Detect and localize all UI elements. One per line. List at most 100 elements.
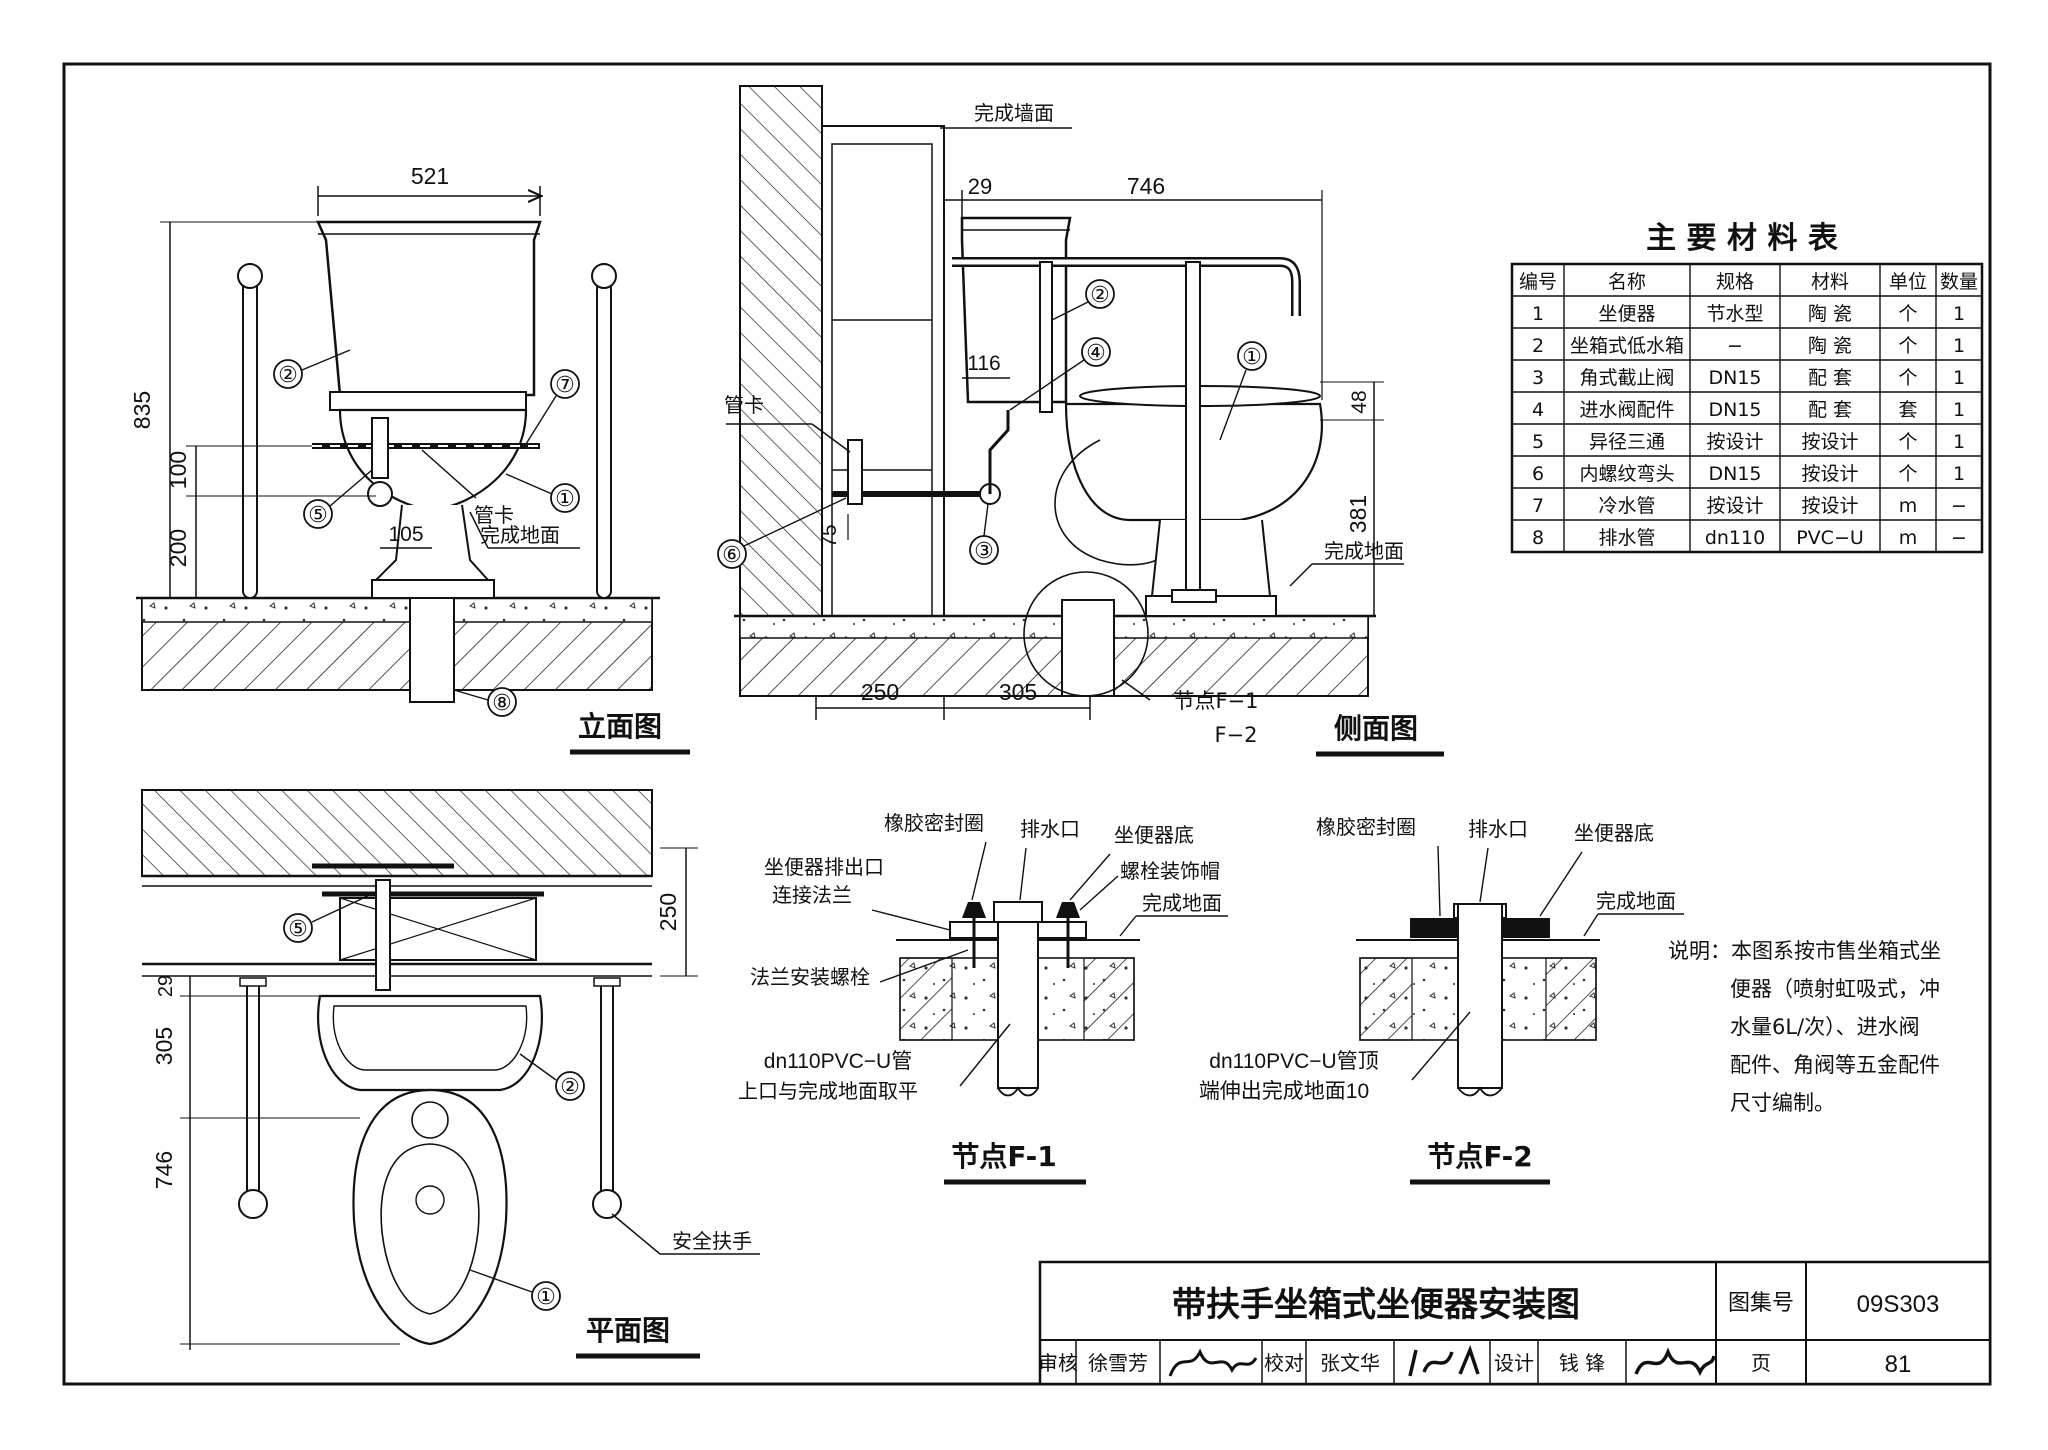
table-cell: m bbox=[1899, 527, 1918, 549]
atlas-number: 09S303 bbox=[1857, 1291, 1940, 1318]
dim-29-plan: 29 bbox=[155, 975, 177, 997]
table-cell: 进水阀配件 bbox=[1579, 399, 1674, 421]
callout-4-side: ④ bbox=[1086, 341, 1106, 366]
node-f2-detail: 橡胶密封圈 排水口 坐便器底 完成地面 dn110PVC−U管顶 端伸出完成地面… bbox=[1199, 815, 1684, 1185]
f2-label-base: 坐便器底 bbox=[1574, 821, 1654, 845]
side-view: 29 746 116 48 381 75 250 305 完成墙面 管卡 完成地… bbox=[717, 85, 1444, 757]
side-title: 侧面图 bbox=[1334, 712, 1418, 745]
table-cell: 7 bbox=[1532, 495, 1544, 517]
dim-29-side: 29 bbox=[968, 174, 992, 199]
table-cell: 3 bbox=[1532, 367, 1544, 389]
table-cell: 按设计 bbox=[1801, 463, 1858, 485]
callout-2-plan: ② bbox=[560, 1075, 580, 1100]
table-cell: PVC−U bbox=[1796, 527, 1864, 549]
table-cell: 1 bbox=[1953, 463, 1965, 485]
table-cell: 排水管 bbox=[1598, 527, 1655, 549]
callout-2-elev: ② bbox=[278, 363, 298, 388]
f2-label-pipe-2: 端伸出完成地面10 bbox=[1199, 1080, 1369, 1103]
table-cell: 陶 瓷 bbox=[1808, 303, 1852, 325]
node-f1-detail: 橡胶密封圈 排水口 坐便器底 坐便器排出口 连接法兰 螺栓装饰帽 完成地面 法兰… bbox=[738, 811, 1228, 1185]
label-node-ref-1: 节点F−1 bbox=[1173, 689, 1258, 713]
elevation-title: 立面图 bbox=[578, 710, 662, 743]
table-cell: DN15 bbox=[1708, 399, 1761, 421]
table-cell: 8 bbox=[1532, 527, 1544, 549]
design-label: 设计 bbox=[1494, 1351, 1534, 1375]
table-cell: 5 bbox=[1532, 431, 1544, 453]
plan-title: 平面图 bbox=[586, 1314, 670, 1347]
dim-305-side: 305 bbox=[999, 679, 1037, 705]
materials-title: 主 要 材 料 表 bbox=[1646, 221, 1838, 256]
reviewer-signature bbox=[1168, 1348, 1258, 1377]
dim-48-side: 48 bbox=[1348, 390, 1371, 413]
note-line-4: 配件、角阀等五金配件 bbox=[1730, 1053, 1940, 1077]
note-line-5: 尺寸编制。 bbox=[1730, 1091, 1835, 1115]
table-header: 编号 bbox=[1519, 271, 1557, 293]
review-label: 审核 bbox=[1038, 1351, 1078, 1375]
f1-label-flange-1: 坐便器排出口 bbox=[764, 855, 884, 879]
table-cell: 个 bbox=[1898, 335, 1917, 357]
table-cell: 按设计 bbox=[1706, 431, 1763, 453]
checker-signature bbox=[1408, 1345, 1480, 1377]
table-cell: 坐便器 bbox=[1598, 303, 1655, 325]
page-number: 81 bbox=[1885, 1351, 1912, 1378]
f1-label-bolt-cap: 螺栓装饰帽 bbox=[1120, 859, 1220, 883]
table-header: 名称 bbox=[1608, 271, 1646, 293]
dim-250-plan: 250 bbox=[655, 893, 681, 931]
table-header: 规格 bbox=[1716, 271, 1754, 293]
f2-label-rubber-seal: 橡胶密封圈 bbox=[1316, 815, 1416, 839]
f2-label-pipe-1: dn110PVC−U管顶 bbox=[1209, 1050, 1378, 1073]
dim-746-side: 746 bbox=[1127, 173, 1165, 199]
note-block: 说明：本图系按市售坐箱式坐 便器（喷射虹吸式，冲 水量6L/次）、进水阀 配件、… bbox=[1668, 939, 1941, 1115]
designer-signature bbox=[1634, 1347, 1716, 1377]
table-cell: 按设计 bbox=[1801, 431, 1858, 453]
dim-250-side: 250 bbox=[861, 679, 899, 705]
table-cell: − bbox=[1951, 527, 1967, 549]
table-cell: 1 bbox=[1532, 303, 1544, 325]
table-cell: − bbox=[1951, 495, 1967, 517]
f1-label-finished-floor: 完成地面 bbox=[1142, 891, 1222, 915]
designer-name: 钱 锋 bbox=[1559, 1351, 1605, 1375]
check-label: 校对 bbox=[1264, 1351, 1304, 1375]
sheet-border bbox=[62, 62, 1992, 1386]
callout-6-side: ⑥ bbox=[722, 543, 742, 568]
table-cell: 个 bbox=[1898, 303, 1917, 325]
label-node-ref-2: F−2 bbox=[1214, 723, 1257, 747]
table-cell: 坐箱式低水箱 bbox=[1570, 335, 1684, 357]
reviewer-name: 徐雪芳 bbox=[1088, 1351, 1148, 1375]
callout-8-elev: ⑧ bbox=[492, 691, 512, 716]
dim-200: 200 bbox=[165, 529, 191, 567]
label-pipe-clamp-elev: 管卡 bbox=[474, 503, 514, 527]
callout-1-elev: ① bbox=[555, 487, 575, 512]
table-cell: 冷水管 bbox=[1598, 495, 1655, 517]
dim-521: 521 bbox=[411, 163, 449, 189]
table-cell: m bbox=[1899, 495, 1918, 517]
table-header: 单位 bbox=[1889, 271, 1927, 293]
checker-name: 张文华 bbox=[1320, 1351, 1380, 1375]
dim-835: 835 bbox=[129, 391, 155, 429]
note-line-2: 便器（喷射虹吸式，冲 bbox=[1730, 977, 1940, 1001]
table-cell: 按设计 bbox=[1801, 495, 1858, 517]
table-cell: 异径三通 bbox=[1589, 431, 1665, 453]
label-grab-bar: 安全扶手 bbox=[672, 1229, 752, 1253]
f1-label-flange-2: 连接法兰 bbox=[772, 883, 852, 907]
dim-105: 105 bbox=[388, 523, 423, 546]
table-cell: 陶 瓷 bbox=[1808, 335, 1852, 357]
f2-title: 节点F-2 bbox=[1427, 1140, 1532, 1173]
dim-100: 100 bbox=[165, 451, 191, 489]
dim-305-plan: 305 bbox=[151, 1027, 177, 1065]
f1-title: 节点F-1 bbox=[951, 1140, 1056, 1173]
note-line-1: 说明：本图系按市售坐箱式坐 bbox=[1668, 939, 1941, 963]
table-cell: 个 bbox=[1898, 367, 1917, 389]
callout-1-plan: ① bbox=[536, 1285, 556, 1310]
table-cell: 节水型 bbox=[1706, 303, 1763, 325]
label-pipe-clamp-side: 管卡 bbox=[724, 393, 764, 417]
table-cell: 2 bbox=[1532, 335, 1544, 357]
callout-1-side: ① bbox=[1242, 345, 1262, 370]
table-cell: 内螺纹弯头 bbox=[1579, 463, 1674, 485]
f1-label-base: 坐便器底 bbox=[1114, 823, 1194, 847]
table-cell: 1 bbox=[1953, 431, 1965, 453]
table-cell: 1 bbox=[1953, 303, 1965, 325]
